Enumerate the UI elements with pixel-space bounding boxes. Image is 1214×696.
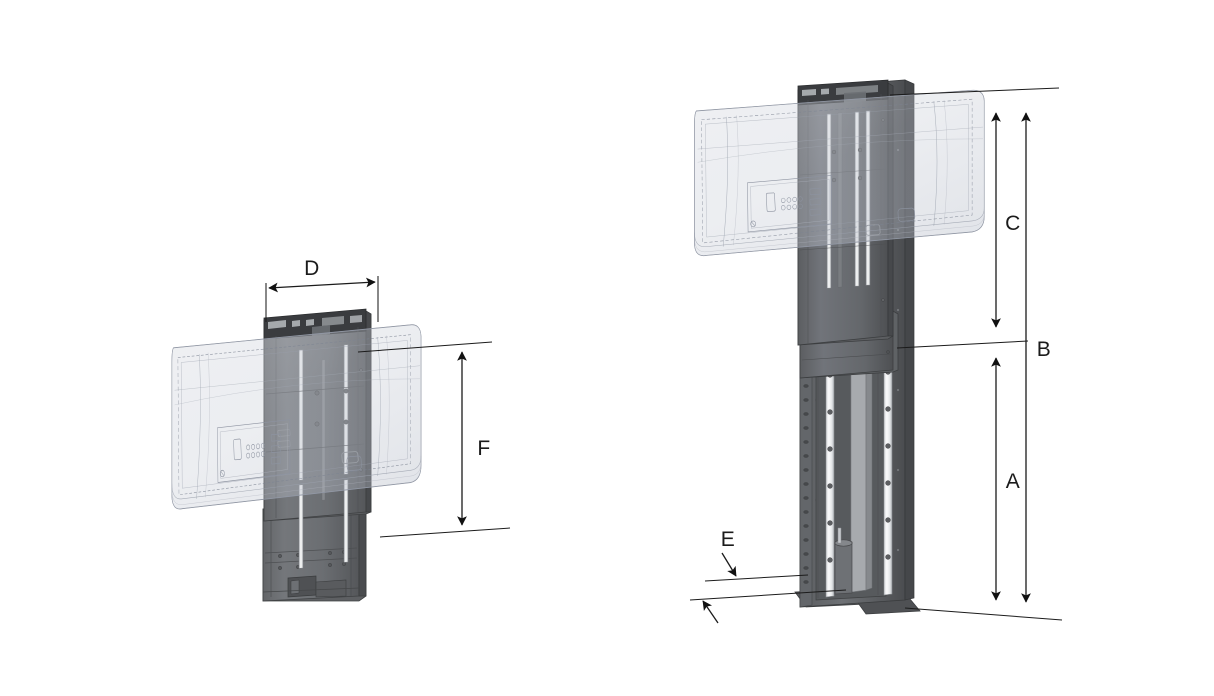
right-display-wireframe [694,89,985,257]
dimension-F-extension-top [357,341,493,353]
dimension-E-extension-lower [689,589,847,601]
dimension-F-extension-bottom [379,527,511,538]
dimension-label-C: C [1005,212,1021,235]
dimension-label-D: D [304,257,320,280]
dimension-F: F [357,341,511,538]
dimension-B: B [1021,112,1052,603]
column-hole-pattern [803,370,809,584]
dimension-C: C [991,112,1021,328]
left-display-wireframe [171,324,422,510]
right-view-extended: C A B E [689,79,1063,624]
left-view-retracted: D F [171,257,511,602]
dimension-E-extension-upper [704,574,809,582]
dimension-D-arrow-line [268,277,376,293]
dimension-label-E: E [721,528,736,551]
right-lift-mechanism [815,342,893,601]
extension-line-top [889,87,1060,96]
extension-line-bottom [904,607,1063,621]
dimension-A: A [991,357,1021,601]
dimension-label-A: A [1006,470,1021,493]
extension-line-middle [896,340,1029,349]
right-rail-bolts [885,369,891,560]
dimension-E-arrow-down [721,552,737,577]
dimension-D: D [265,257,379,322]
actuator-cylinder [834,527,853,595]
dimension-E-arrow-up [702,600,719,624]
dimension-label-F: F [477,437,490,460]
dimension-E: E [689,528,847,624]
dimension-label-B: B [1037,338,1052,361]
